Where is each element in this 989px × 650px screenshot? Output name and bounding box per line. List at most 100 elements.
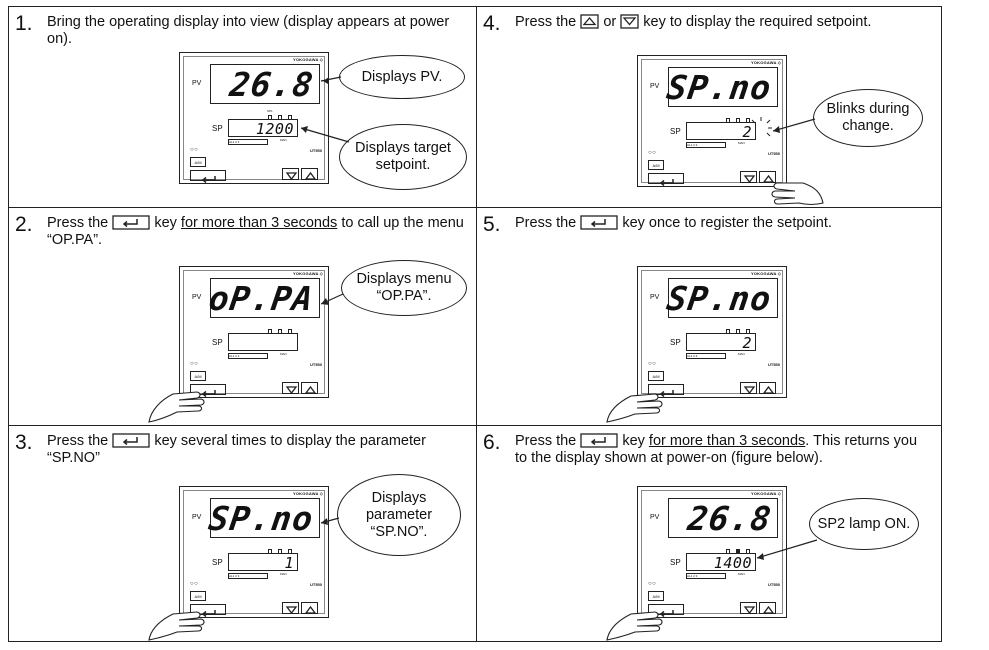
- down-key[interactable]: [740, 382, 757, 395]
- model-name: UT550: [767, 582, 780, 587]
- down-key[interactable]: [740, 602, 757, 615]
- am-key[interactable]: A/M: [190, 371, 206, 381]
- controller-faceplate: YOKOGAWA ◇ PV SP.no SP 2 AL1 2 3 MAN ○○ …: [637, 266, 787, 398]
- enter-icon: [201, 176, 216, 184]
- am-key[interactable]: A/M: [648, 371, 664, 381]
- sp-display: 1: [228, 553, 298, 572]
- callout: Displays menu “OP.PA”.: [341, 260, 467, 316]
- down-key[interactable]: [282, 168, 299, 181]
- callout: Displays parameter “SP.NO”.: [337, 474, 461, 556]
- set-enter-key[interactable]: [648, 173, 684, 187]
- pv-label: PV: [192, 514, 202, 521]
- man-label: MAN: [738, 141, 745, 145]
- brand-logo: YOKOGAWA ◇: [292, 491, 323, 496]
- am-key[interactable]: A/M: [190, 157, 206, 167]
- pressing-hand-icon: [148, 611, 205, 641]
- pv-label: PV: [650, 294, 660, 301]
- am-key[interactable]: A/M: [648, 160, 664, 170]
- down-triangle-icon: [285, 386, 298, 395]
- sp-value: 1: [284, 554, 294, 572]
- pressing-hand-icon: [606, 393, 663, 423]
- sp-display: 2: [686, 333, 756, 352]
- down-key[interactable]: [282, 602, 299, 615]
- sp-label: SP: [212, 558, 223, 567]
- row-divider: [9, 207, 941, 208]
- alarm-lamps: AL1 2 3: [686, 142, 726, 148]
- step-text: Press the key once to register the setpo…: [515, 215, 832, 231]
- set-enter-key-icon: [580, 215, 618, 230]
- alarm-lamps: AL1 2 3: [686, 353, 726, 359]
- status-dots: ○○: [648, 361, 657, 367]
- pv-display: SP.no: [664, 278, 778, 318]
- controller-faceplate: YOKOGAWA ◇ PV SP.no SP 2 AL1 2 3 MAN ○○ …: [637, 55, 787, 187]
- up-key[interactable]: [759, 602, 776, 614]
- step-number: 2.: [15, 213, 33, 236]
- step-2: 2. Press the key for more than 3 seconds…: [9, 208, 475, 425]
- man-label: MAN: [738, 572, 745, 576]
- enter-icon: [659, 179, 674, 187]
- pv-label: PV: [192, 80, 202, 87]
- set-enter-key-icon: [112, 215, 150, 230]
- callout: SP2 lamp ON.: [809, 498, 919, 550]
- down-key[interactable]: [740, 171, 757, 184]
- up-triangle-icon: [762, 385, 775, 394]
- enter-icon: [201, 610, 216, 618]
- sp-value: 2: [742, 123, 752, 141]
- step-text: Press the key for more than 3 seconds. T…: [515, 433, 918, 466]
- sp-value: 1200: [255, 120, 294, 138]
- down-key-icon: [620, 14, 639, 29]
- step-number: 4.: [483, 12, 501, 35]
- am-key[interactable]: A/M: [648, 591, 664, 601]
- pressing-hand-icon: [148, 391, 205, 423]
- man-label: MAN: [280, 572, 287, 576]
- model-name: UT550: [309, 362, 322, 367]
- alarm-lamps: AL1 2 3: [228, 139, 268, 145]
- up-key[interactable]: [301, 168, 318, 180]
- down-triangle-icon: [285, 606, 298, 615]
- brand-logo: YOKOGAWA ◇: [750, 271, 781, 276]
- step-number: 3.: [15, 431, 33, 454]
- sp-label: SP: [670, 127, 681, 136]
- pv-display: oP.PA: [206, 278, 320, 318]
- sp-display: 2: [686, 122, 756, 141]
- status-dots: ○○: [190, 361, 199, 367]
- brand-logo: YOKOGAWA ◇: [292, 271, 323, 276]
- brand-logo: YOKOGAWA ◇: [750, 491, 781, 496]
- pressing-hand-icon: [771, 182, 824, 206]
- step-text: Press the or key to display the required…: [515, 14, 872, 30]
- up-key[interactable]: [759, 171, 776, 183]
- up-key[interactable]: [301, 382, 318, 394]
- set-enter-key-icon: [580, 433, 618, 448]
- callout-pointers: [751, 117, 824, 206]
- up-key[interactable]: [759, 382, 776, 394]
- set-enter-key[interactable]: [648, 384, 684, 398]
- blink-icon: [751, 117, 772, 137]
- controller-faceplate: YOKOGAWA ◇ PV 26.8 SP 1400 AL1 2 3 MAN ○…: [637, 486, 787, 618]
- set-enter-key[interactable]: [648, 604, 684, 618]
- status-dots: ○○: [190, 147, 199, 153]
- down-key[interactable]: [282, 382, 299, 395]
- up-key[interactable]: [301, 602, 318, 614]
- down-triangle-icon: [743, 606, 756, 615]
- model-name: UT550: [309, 148, 322, 153]
- status-dots: ○○: [190, 581, 199, 587]
- am-key[interactable]: A/M: [190, 591, 206, 601]
- row-divider: [9, 425, 941, 426]
- set-enter-key[interactable]: [190, 604, 226, 618]
- callout-pointers: [148, 517, 340, 641]
- brand-logo: YOKOGAWA ◇: [292, 57, 323, 62]
- up-triangle-icon: [304, 171, 317, 180]
- step-number: 1.: [15, 12, 33, 35]
- status-dots: ○○: [648, 581, 657, 587]
- alarm-lamps: AL1 2 3: [228, 573, 268, 579]
- step-text: Press the key for more than 3 seconds to…: [47, 215, 464, 248]
- pv-display: 26.8: [210, 64, 320, 104]
- hand-layer: [606, 393, 663, 423]
- set-enter-key[interactable]: [190, 170, 226, 184]
- sp-display: [228, 333, 298, 351]
- sp-label: SP: [212, 338, 223, 347]
- step-4: 4. Press the or key to display the requi…: [477, 7, 943, 207]
- set-enter-key[interactable]: [190, 384, 226, 398]
- instruction-table: 1. Bring the operating display into view…: [8, 6, 942, 642]
- callout: Displays target setpoint.: [339, 124, 467, 190]
